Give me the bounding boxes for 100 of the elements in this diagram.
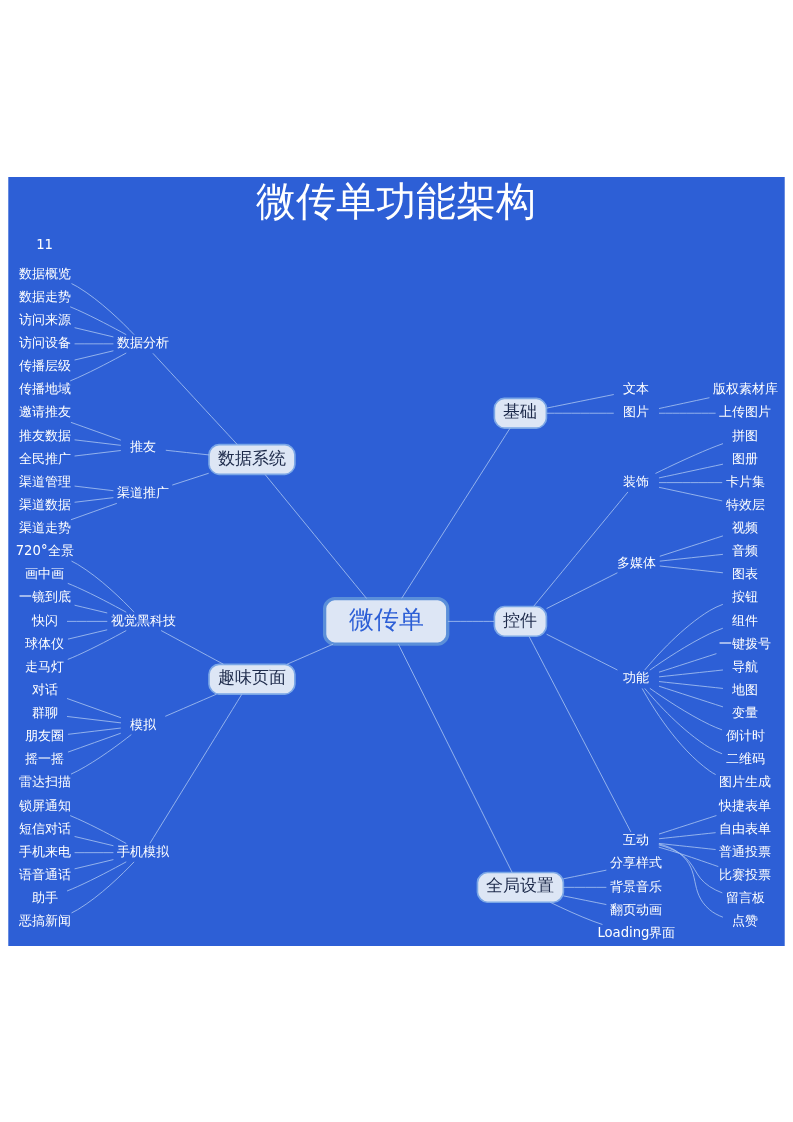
node-text: 地图 (732, 681, 759, 697)
connector (649, 627, 724, 670)
node-box: 控件 (493, 605, 548, 637)
node-text: 一键拨号 (719, 635, 772, 651)
connector (658, 842, 724, 918)
connector (74, 835, 114, 846)
connector (67, 582, 127, 613)
connector (533, 491, 629, 607)
connector (66, 620, 108, 622)
connector (74, 496, 114, 503)
node-text: 翻页动画 (610, 901, 663, 917)
connector (658, 814, 717, 834)
node-text: 语音通话 (18, 866, 71, 882)
label: 11 (36, 236, 54, 252)
node-text: 推友 (130, 438, 157, 454)
node-text: 倒计时 (725, 727, 765, 743)
node-text: 多媒体 (616, 554, 656, 570)
node-text: 锁屏通知 (18, 797, 71, 813)
node-box: 微传单 (323, 596, 450, 646)
connector (641, 687, 717, 775)
node-text: 互动 (623, 831, 650, 847)
connector (658, 396, 710, 409)
node-text: 邀请推友 (18, 403, 71, 419)
diagram-title: 微传单功能架构 (256, 177, 537, 224)
connector (563, 869, 607, 879)
connector (70, 502, 118, 520)
connector (549, 901, 603, 925)
connector (658, 844, 723, 893)
connector (74, 438, 122, 446)
connector (398, 643, 513, 873)
connector (644, 687, 723, 754)
node-text: 快闪 (31, 612, 58, 628)
node-text: 渠道推广 (117, 484, 170, 500)
connector (71, 282, 135, 335)
connector (658, 481, 723, 483)
connector (658, 680, 724, 689)
connector (658, 486, 723, 501)
connector (69, 814, 127, 844)
node-text: 卡片集 (725, 473, 765, 489)
connector (71, 860, 135, 913)
node-text: 渠道管理 (18, 473, 71, 489)
connector (70, 421, 122, 441)
connector (563, 886, 607, 888)
connector (447, 620, 495, 622)
node-text: 恶搞新闻 (18, 912, 71, 928)
node-text: 手机模拟 (117, 843, 170, 859)
connector (546, 571, 618, 609)
node-text: 功能 (623, 669, 650, 685)
connector (658, 685, 724, 707)
connector (286, 643, 334, 665)
connector (66, 697, 122, 718)
node-text: 视频 (732, 519, 759, 535)
connector (546, 412, 615, 414)
node-text: Loading界面 (597, 924, 676, 940)
node-text: 群聊 (31, 704, 58, 720)
connector (658, 846, 719, 867)
connector (70, 733, 132, 775)
connector (74, 349, 114, 360)
connector (659, 565, 724, 573)
connector (69, 352, 127, 381)
node-text: 装饰 (623, 473, 650, 489)
connector (164, 693, 217, 717)
node-text: 访问设备 (18, 334, 71, 350)
connector (66, 860, 127, 891)
connector (160, 629, 224, 665)
connector (149, 693, 243, 844)
connector (659, 535, 724, 557)
node-text: 按钮 (732, 588, 759, 604)
connector (171, 472, 210, 485)
connector (658, 831, 717, 839)
node-text: 全民推广 (18, 450, 71, 466)
node-text: 视觉黑科技 (110, 612, 176, 628)
node-text: 快捷表单 (719, 797, 772, 813)
node-text: 音频 (732, 542, 759, 558)
connector (655, 442, 724, 474)
node-text: 渠道走势 (18, 519, 71, 535)
node-text: 版权素材库 (712, 380, 778, 396)
node-text: 雷达扫描 (18, 773, 71, 789)
connector (66, 715, 122, 723)
connector (74, 485, 114, 491)
node-text: 普通投票 (719, 843, 772, 859)
connector (74, 449, 122, 456)
node-text: 导航 (732, 658, 759, 674)
node-text: 图册 (732, 450, 759, 466)
node-text: 传播地域 (18, 380, 71, 396)
node-text: 自由表单 (719, 820, 772, 836)
connector (69, 305, 127, 335)
connector (67, 628, 108, 640)
connector (74, 858, 114, 869)
connector (563, 895, 607, 905)
node-text: 访问来源 (18, 311, 71, 327)
node-text: 画中画 (25, 565, 65, 581)
connector (67, 732, 122, 753)
connector (152, 352, 238, 445)
node-text: 摇一摇 (25, 750, 65, 766)
node-text: 传播层级 (18, 357, 71, 373)
node-box: 趣味页面 (208, 663, 296, 695)
connector (546, 633, 618, 670)
node-text: 比赛投票 (719, 866, 772, 882)
node-text: 走马灯 (25, 658, 65, 674)
